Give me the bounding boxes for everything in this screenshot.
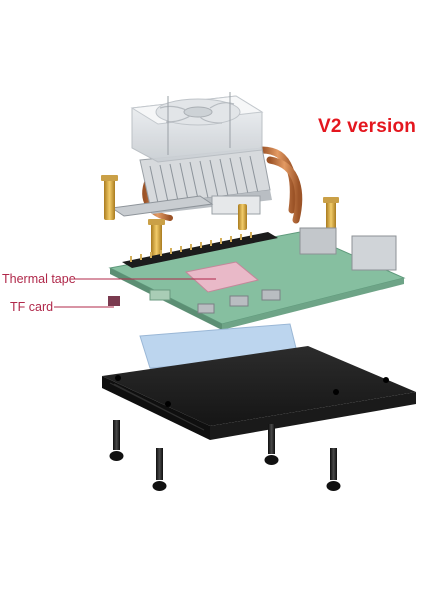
tf-card-label: TF card xyxy=(10,300,54,314)
mounting-bracket-icon xyxy=(110,195,214,217)
raspberry-pi-board-icon xyxy=(108,227,406,330)
version-label: V2 version xyxy=(318,116,417,137)
thermal-tape-label: Thermal tape xyxy=(2,272,76,286)
cooler-fan-icon xyxy=(130,92,264,163)
screw-icon xyxy=(109,420,341,491)
case-base-icon xyxy=(102,346,416,440)
callout-lines xyxy=(54,278,216,308)
